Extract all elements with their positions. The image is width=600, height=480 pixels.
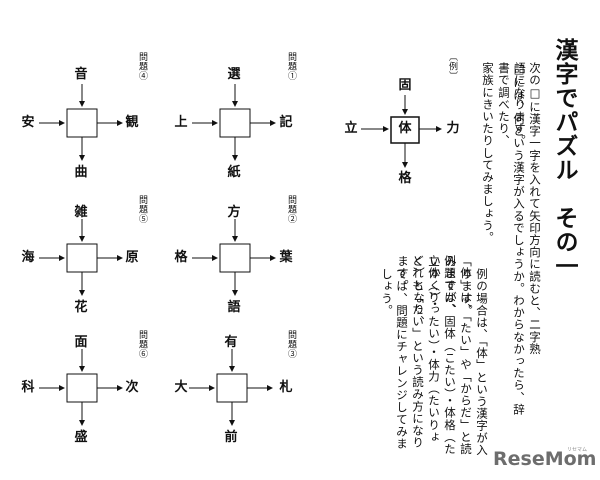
answer-box[interactable] [67,244,97,272]
problem-bottom-char: 花 [74,300,88,315]
problem-right-char: 次 [125,380,139,395]
answer-box[interactable] [67,109,97,137]
intro-line-3: 家族にきいたりしてみましょう。 [481,62,495,244]
answer-box[interactable] [220,244,250,272]
problem-top-char: 方 [227,205,241,220]
example-bottom-char: 格 [398,171,412,186]
intro-line-2: □には、何という漢字が入るでしょうか。わからなかったら、辞書で調べたり、 [497,62,526,416]
problem-right-char: 原 [125,250,139,265]
resemom-logo-kana: リセマム [567,447,588,453]
problem-bottom-char: 盛 [74,430,88,445]
problem-label: 問題② [286,195,296,224]
problem-label: 問題④ [137,52,147,81]
problem-right-char: 記 [279,115,293,130]
problem-top-char: 有 [224,335,238,350]
explanation-line-6: では、問題にチャレンジしてみましょう。 [380,268,409,450]
explanation-line-2: 「体」は、「たい」や「からだ」と読みますが、 [444,255,473,455]
answer-box[interactable] [220,109,250,137]
problem-top-char: 音 [74,67,88,82]
page-title: 漢字でパズル その一 [551,38,577,278]
example-center-char: 体 [398,121,412,136]
answer-box[interactable] [217,374,247,402]
problem-left-char: 大 [174,380,188,395]
problem-top-char: 面 [74,335,88,350]
problem-bottom-char: 紙 [227,165,241,180]
problem-label: 問題① [286,52,296,81]
explanation-line-5: どれも「たい」という読み方になります。 [396,255,425,449]
problem-label: 問題③ [286,330,296,359]
example-label: 〔例〕 [447,52,457,81]
problem-left-char: 科 [21,380,35,395]
problem-left-char: 海 [21,250,35,265]
problem-right-char: 観 [125,115,139,130]
answer-box[interactable] [67,374,97,402]
problem-top-char: 雑 [74,205,88,220]
problem-label: 問題⑥ [137,330,147,359]
explanation-line-1: 例の場合は、「体」という漢字が入ります。 [460,268,489,456]
problem-left-char: 格 [174,250,188,265]
problem-bottom-char: 曲 [74,165,88,180]
problem-left-char: 上 [174,115,188,130]
intro-line-1: 次の□に漢字一字を入れて矢印方向に読むと、二字熟語になります。 [513,62,542,355]
problem-label: 問題⑤ [137,195,147,224]
example-right-char: 力 [446,121,460,136]
problem-right-char: 葉 [279,250,293,265]
explanation-line-4: 立体（りったい）・体力（たいりょく）となり、 [412,255,441,443]
problem-top-char: 選 [227,67,241,82]
problem-left-char: 安 [21,115,35,130]
example-top-char: 固 [398,78,412,93]
resemom-logo: ReseMom [493,448,597,470]
problem-bottom-char: 語 [227,300,241,315]
explanation-line-3: 例題では、固体（こたい）・体格（たいかく）・ [428,255,457,455]
problem-right-char: 札 [279,380,293,395]
problem-bottom-char: 前 [224,430,238,445]
example-left-char: 立 [344,121,358,136]
